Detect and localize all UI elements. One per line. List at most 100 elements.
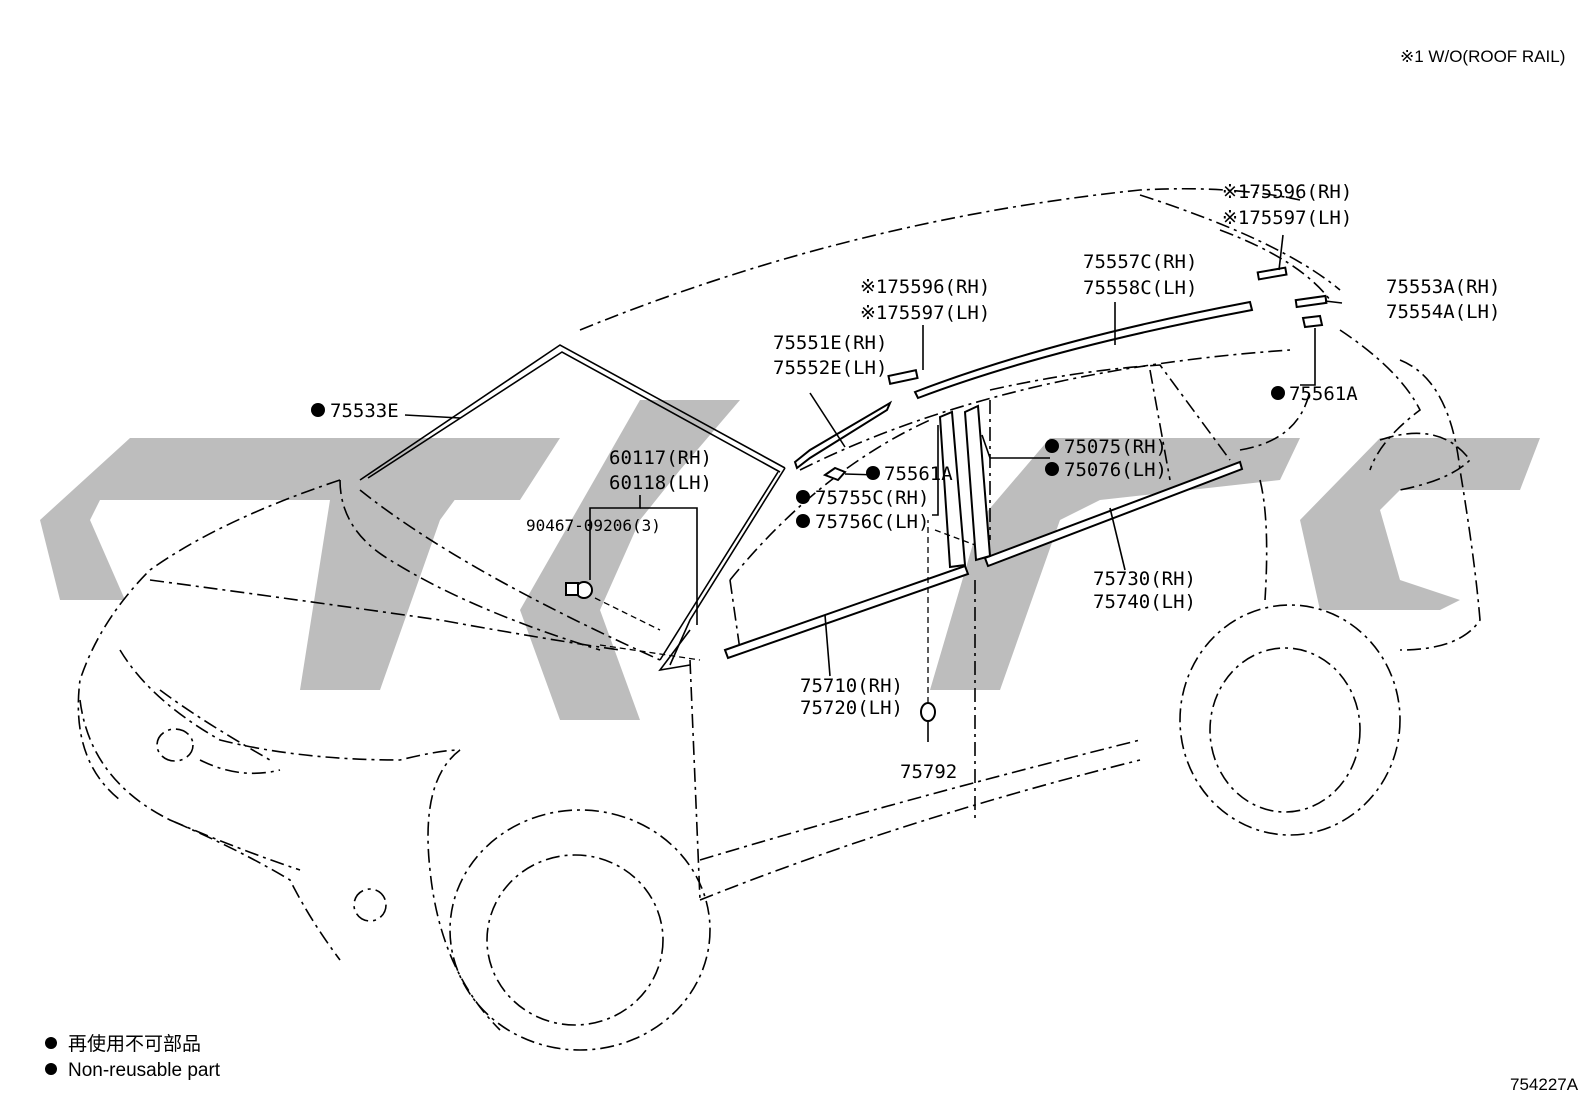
side-window-top bbox=[799, 349, 1291, 471]
roof-molding-center bbox=[913, 300, 1254, 400]
b-pillar-garnish-front bbox=[938, 410, 967, 569]
watermark bbox=[40, 400, 1540, 720]
belt-molding-front bbox=[723, 564, 970, 660]
clip-75561a-front bbox=[822, 466, 847, 482]
front-door-window bbox=[729, 419, 931, 581]
leader-75075 bbox=[981, 434, 1050, 459]
label-60117-rh: 60117(RH) bbox=[609, 447, 712, 469]
label-75533e: 75533E bbox=[330, 400, 399, 422]
label-75597-lh-front: ※175597(LH) bbox=[860, 302, 990, 324]
rear-body bbox=[1399, 359, 1481, 651]
label-75554a-lh: 75554A(LH) bbox=[1386, 301, 1500, 323]
label-75552e-lh: 75552E(LH) bbox=[773, 357, 887, 379]
rear-door-edge bbox=[1259, 479, 1268, 601]
front-wheel-inner bbox=[486, 854, 664, 1026]
leader-75533e bbox=[404, 414, 461, 419]
windshield-glass bbox=[359, 344, 786, 481]
windshield-lower bbox=[359, 489, 661, 661]
leader-75730 bbox=[1109, 507, 1126, 571]
a-pillar-molding-inner bbox=[659, 471, 779, 661]
hood-inner bbox=[149, 579, 621, 651]
rear-molding-piece bbox=[1294, 294, 1328, 309]
b-pillar-garnish-rear bbox=[963, 404, 992, 562]
clip-roof-rear bbox=[1256, 266, 1288, 281]
legend-dot-jp bbox=[45, 1037, 57, 1049]
label-75740-lh: 75740(LH) bbox=[1093, 591, 1196, 613]
front-bumper bbox=[79, 699, 341, 961]
rear-wheel-outer bbox=[1179, 604, 1401, 836]
headlamp bbox=[156, 728, 194, 762]
leader-75755c bbox=[932, 425, 939, 516]
nonreusable-dot-75755c bbox=[796, 490, 810, 504]
leader-75553a bbox=[1324, 300, 1343, 304]
leader-75561a-rear bbox=[1300, 328, 1316, 386]
front-fender bbox=[427, 749, 501, 1031]
rear-wheel-inner bbox=[1209, 647, 1361, 813]
nonreusable-dot-75561a-front bbox=[866, 466, 880, 480]
legend-dot-en bbox=[45, 1063, 57, 1075]
label-75596-rh-front: ※175596(RH) bbox=[860, 276, 990, 298]
label-60118-lh: 60118(LH) bbox=[609, 472, 712, 494]
watermark-shape-2 bbox=[300, 438, 500, 690]
side-lower bbox=[699, 739, 1141, 861]
roof-rear bbox=[1139, 194, 1341, 291]
hood-line bbox=[77, 479, 341, 801]
belt-molding-rear bbox=[983, 460, 1244, 568]
moldings bbox=[565, 266, 1328, 722]
labels: ※1 W/O(ROOF RAIL) ※175596(RH) ※175597(LH… bbox=[311, 47, 1565, 783]
a-pillar-edge bbox=[658, 629, 691, 672]
label-75561a-rear: 75561A bbox=[1289, 383, 1358, 405]
leader-75755c-b bbox=[934, 529, 976, 546]
front-lower bbox=[169, 819, 301, 871]
grommet-75792 bbox=[920, 702, 936, 722]
label-90467-09206: 90467-09206(3) bbox=[526, 516, 661, 535]
screw-90467 bbox=[565, 581, 593, 599]
rocker-panel bbox=[699, 759, 1141, 901]
roof-edge bbox=[1219, 229, 1331, 301]
legend-text-en: Non-reusable part bbox=[68, 1060, 221, 1081]
label-75596-rh-rear: ※175596(RH) bbox=[1222, 181, 1352, 203]
watermark-shape-5 bbox=[1300, 438, 1540, 610]
figure-id: 754227A bbox=[1510, 1075, 1579, 1094]
legend: 再使用不可部品 Non-reusable part bbox=[45, 1033, 221, 1081]
label-75075-rh: 75075(RH) bbox=[1064, 436, 1167, 458]
label-75551e-rh: 75551E(RH) bbox=[773, 332, 887, 354]
leader-90467-b bbox=[599, 644, 701, 661]
legend-text-jp: 再使用不可部品 bbox=[68, 1033, 201, 1055]
label-75720-lh: 75720(LH) bbox=[800, 697, 903, 719]
rear-glass bbox=[1339, 329, 1422, 471]
tail-lamp bbox=[1379, 432, 1472, 491]
nonreusable-dot-75756c bbox=[796, 514, 810, 528]
nonreusable-dot-75075 bbox=[1045, 439, 1059, 453]
leader-60117 bbox=[589, 495, 641, 580]
roof-line bbox=[579, 187, 1301, 331]
label-75792: 75792 bbox=[900, 761, 957, 783]
front-fascia bbox=[119, 649, 461, 761]
leader-90467 bbox=[594, 597, 661, 631]
label-75755c-rh: 75755C(RH) bbox=[815, 487, 929, 509]
headlamp-trim bbox=[199, 759, 281, 775]
watermark-shape-3 bbox=[520, 400, 740, 720]
leader-75551e bbox=[809, 392, 846, 448]
hood-top bbox=[339, 479, 601, 651]
label-75710-rh: 75710(RH) bbox=[800, 675, 903, 697]
front-door-edge bbox=[689, 659, 701, 901]
nonreusable-dot-75561a-rear bbox=[1271, 386, 1285, 400]
nonreusable-dot-75533e bbox=[311, 403, 325, 417]
a-pillar-molding bbox=[669, 467, 786, 666]
windshield-glass-inner bbox=[367, 351, 781, 479]
rear-door-divider bbox=[1149, 369, 1171, 481]
fog-lamp bbox=[353, 888, 387, 922]
label-75558c-lh: 75558C(LH) bbox=[1083, 277, 1197, 299]
label-75557c-rh: 75557C(RH) bbox=[1083, 251, 1197, 273]
clip-75561a-rear bbox=[1301, 314, 1324, 329]
nonreusable-dot-75076 bbox=[1045, 462, 1059, 476]
leader-60117-b bbox=[640, 507, 698, 625]
label-75730-rh: 75730(RH) bbox=[1093, 568, 1196, 590]
footnote-roof-rail: ※1 W/O(ROOF RAIL) bbox=[1400, 47, 1565, 66]
leader-75710 bbox=[824, 614, 831, 677]
front-grille bbox=[159, 689, 271, 761]
rear-door-window bbox=[989, 364, 1231, 461]
roof-molding-front bbox=[793, 400, 893, 470]
